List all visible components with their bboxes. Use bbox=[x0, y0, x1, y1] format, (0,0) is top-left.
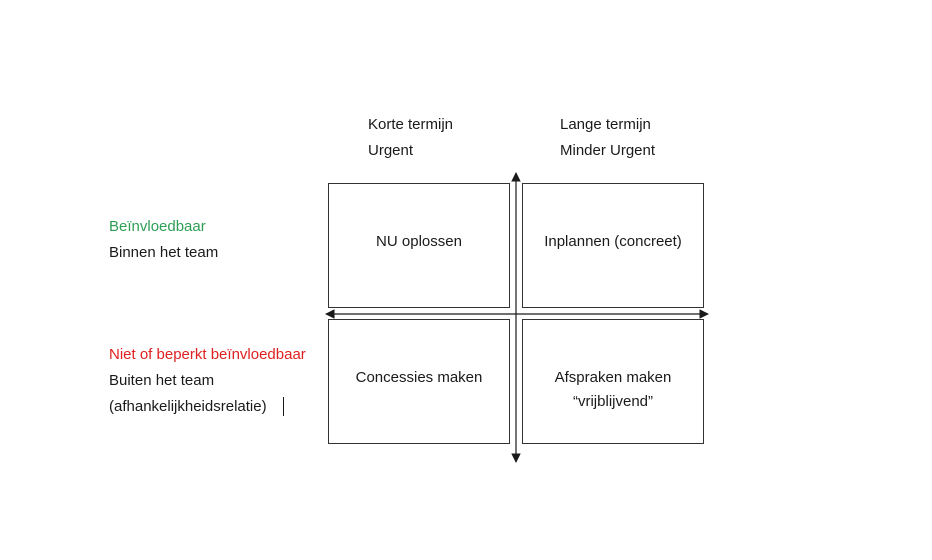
quadrant-label-line2: “vrijblijvend” bbox=[572, 393, 654, 410]
quadrant-bottom-left: Concessies maken bbox=[328, 319, 510, 444]
column-header-long-term: Lange termijn bbox=[560, 116, 651, 133]
row-sublabel-within-team: Binnen het team bbox=[109, 244, 219, 261]
row-label-influenceable: Beïnvloedbaar bbox=[109, 218, 206, 235]
column-header-urgent: Urgent bbox=[368, 142, 414, 159]
quadrant-label-line1: Afspraken maken bbox=[554, 369, 672, 386]
quadrant-label: Afspraken maken “vrijblijvend” bbox=[523, 366, 703, 414]
text-cursor bbox=[283, 397, 284, 416]
row-sublabel-outside-team: Buiten het team bbox=[109, 372, 215, 389]
quadrant-top-right: Inplannen (concreet) bbox=[522, 183, 704, 308]
row-note-dependency: (afhankelijkheidsrelatie) bbox=[109, 398, 267, 415]
quadrant-label: NU oplossen bbox=[376, 233, 462, 250]
column-header-less-urgent: Minder Urgent bbox=[560, 142, 656, 159]
row-label-not-influenceable: Niet of beperkt beïnvloedbaar bbox=[109, 346, 306, 363]
quadrant-label: Concessies maken bbox=[355, 369, 483, 386]
quadrant-bottom-right: Afspraken maken “vrijblijvend” bbox=[522, 319, 704, 444]
quadrant-top-left: NU oplossen bbox=[328, 183, 510, 308]
column-header-short-term: Korte termijn bbox=[368, 116, 454, 133]
quadrant-label: Inplannen (concreet) bbox=[544, 233, 682, 250]
